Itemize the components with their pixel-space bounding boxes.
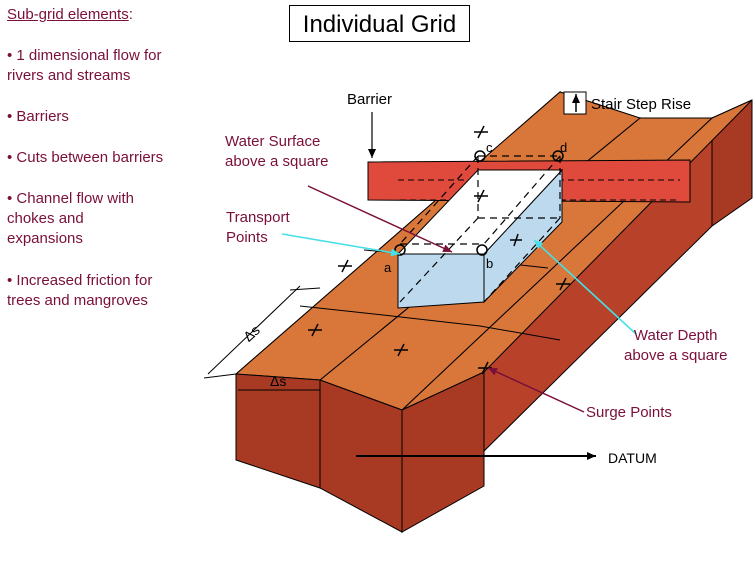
water-depth-arrow [533,239,637,335]
bullet-friction: • Increased friction for trees and mangr… [7,271,152,311]
bullet-line: chokes and [7,210,84,227]
sub-grid-heading-colon: : [128,6,133,23]
label-line: Transport [226,209,290,226]
transport-points-arrow [281,233,401,257]
sub-grid-heading: Sub-grid elements: [7,5,133,25]
surge-points-arrow [487,367,585,413]
bullet-cuts: • Cuts between barriers [7,148,163,168]
point-label-a: a [384,260,392,275]
bullet-line: • Channel flow with [7,190,134,207]
barrier-label: Barrier [347,91,393,108]
bullet-line: • Cuts between barriers [7,149,164,166]
delta-s-dimension-diagonal [203,285,321,379]
bullet-line: trees and mangroves [7,292,148,309]
transport-point-circles [394,150,564,256]
cross-marker [474,125,488,139]
label-line: Water Depth [633,327,718,344]
point-label-b: b [486,256,493,271]
sub-grid-heading-text: Sub-grid elements [7,6,129,23]
bullet-barriers: • Barriers [7,107,69,127]
water-surface-label: Water Surface above a square [225,132,328,172]
label-line: Water Surface [225,133,321,150]
bullet-1d-flow: • 1 dimensional flow for rivers and stre… [7,46,162,86]
label-line: Points [226,229,268,246]
label-line: above a square [225,153,329,170]
water-column [396,168,564,309]
stair-step-rise-label: Stair Step Rise [591,96,692,113]
bullet-line: expansions [7,230,83,247]
cross-marker [510,233,522,247]
bullet-line: • Increased friction for [7,272,153,289]
bullet-line: • Barriers [7,108,69,125]
bullet-channel-flow: • Channel flow with chokes and expansion… [7,189,134,249]
transport-points-label: Transport Points [226,208,290,248]
dashed-grid-lines [399,155,561,303]
label-line: above a square [624,347,728,364]
bullet-line: • 1 dimensional flow for [7,47,162,64]
delta-s-label-horizontal: Δs [270,373,286,389]
cross-marker [556,277,570,291]
surge-point-crosses [308,125,570,375]
point-label-d: d [560,140,567,155]
page-title: Individual Grid [289,5,470,42]
point-label-c: c [486,140,493,155]
cross-marker [394,343,408,357]
cross-marker [338,259,352,273]
stair-step-bracket [563,91,587,115]
bullet-line: rivers and streams [7,67,131,84]
cross-marker [308,323,322,337]
cross-marker [474,189,488,203]
surge-points-label: Surge Points [586,404,672,421]
datum-label: DATUM [608,450,657,466]
water-depth-label: Water Depth above a square [624,326,727,366]
water-surface-arrow [307,185,453,253]
